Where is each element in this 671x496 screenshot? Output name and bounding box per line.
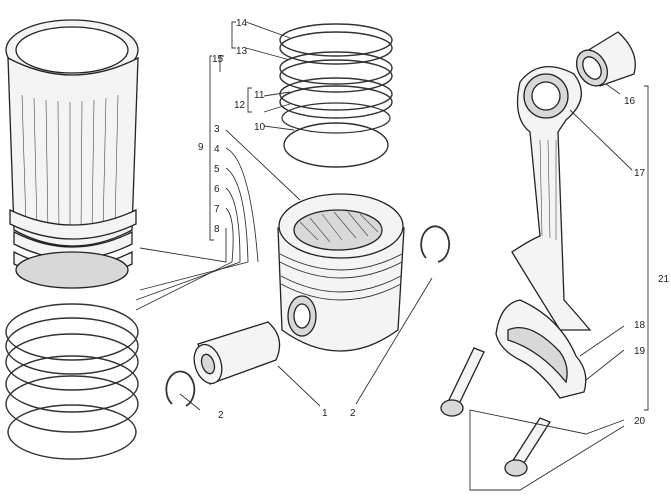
connecting-rod-cap <box>495 299 587 399</box>
small-end-bushing <box>575 31 636 87</box>
callout-labels: 1 2 2 3 4 5 6 7 8 9 10 11 12 13 14 15 16… <box>198 18 670 427</box>
callout-19: 19 <box>634 346 646 357</box>
piston-ring-set-large <box>5 303 139 460</box>
callout-12: 12 <box>234 100 246 111</box>
callout-8: 8 <box>214 224 220 235</box>
circlip-left <box>165 370 196 407</box>
cylinder-liner <box>5 19 139 289</box>
callout-2a: 2 <box>218 410 224 421</box>
callout-17: 17 <box>634 168 646 179</box>
callout-18: 18 <box>634 320 646 331</box>
callout-13: 13 <box>236 46 248 57</box>
callout-3: 3 <box>214 124 220 135</box>
callout-10: 10 <box>254 122 266 133</box>
piston-pin <box>193 321 281 385</box>
callout-6: 6 <box>214 184 220 195</box>
cap-bolt-lower <box>504 417 551 477</box>
callout-2b: 2 <box>350 408 356 419</box>
connecting-rod <box>511 66 592 331</box>
callout-11: 11 <box>254 90 265 101</box>
callout-5: 5 <box>214 164 220 175</box>
callout-20: 20 <box>634 416 646 427</box>
callout-7: 7 <box>214 204 220 215</box>
callout-9: 9 <box>198 142 204 153</box>
piston <box>277 193 405 352</box>
callout-15: 15 <box>212 54 224 65</box>
callout-16: 16 <box>624 96 636 107</box>
leader-lines <box>135 21 649 491</box>
piston-ring-stack <box>279 23 393 168</box>
circlip-right <box>420 225 451 263</box>
callout-21: 21 <box>658 274 670 285</box>
callout-1: 1 <box>322 408 328 419</box>
callout-4: 4 <box>214 144 220 155</box>
callout-14: 14 <box>236 18 248 29</box>
cap-bolt-upper <box>440 347 485 417</box>
